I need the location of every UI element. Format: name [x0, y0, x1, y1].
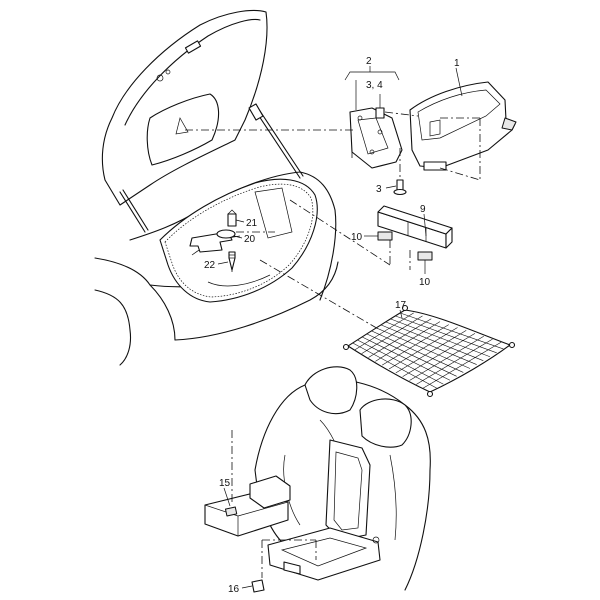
callout-3-4: 3, 4 [366, 80, 383, 91]
callout-21: 21 [246, 218, 258, 229]
car-trunk-illustration [94, 9, 339, 366]
callout-1: 1 [454, 58, 460, 69]
callout-labels: 1 2 3, 4 3 9 10 10 17 21 20 22 15 16 [204, 56, 460, 595]
tool-box-part-9 [377, 205, 453, 249]
fastener-group [216, 209, 237, 271]
net-mesh-line [400, 312, 504, 350]
callout-22: 22 [204, 260, 216, 271]
net-mesh-line [423, 341, 502, 389]
callout-10-bottom: 10 [419, 277, 431, 288]
storage-box-part-15 [204, 475, 291, 537]
net-mesh-line [416, 338, 493, 385]
assembly-lines [185, 111, 482, 578]
callout-15: 15 [219, 478, 231, 489]
clip-part-16 [251, 579, 265, 593]
callout-10-left: 10 [351, 232, 363, 243]
callout-3: 3 [376, 184, 382, 195]
callout-9: 9 [420, 204, 426, 215]
leader-lines [217, 66, 463, 589]
trunk-side-panel [409, 81, 517, 171]
cargo-net-part-17 [342, 304, 516, 398]
screw-part-3 [393, 179, 407, 196]
pads-part-10 [377, 231, 433, 261]
callout-16: 16 [228, 584, 240, 595]
rear-seat-illustration [254, 366, 431, 591]
side-trim-bracket [349, 107, 403, 169]
callout-2: 2 [366, 56, 372, 67]
callout-17: 17 [395, 300, 407, 311]
callout-20: 20 [244, 234, 256, 245]
